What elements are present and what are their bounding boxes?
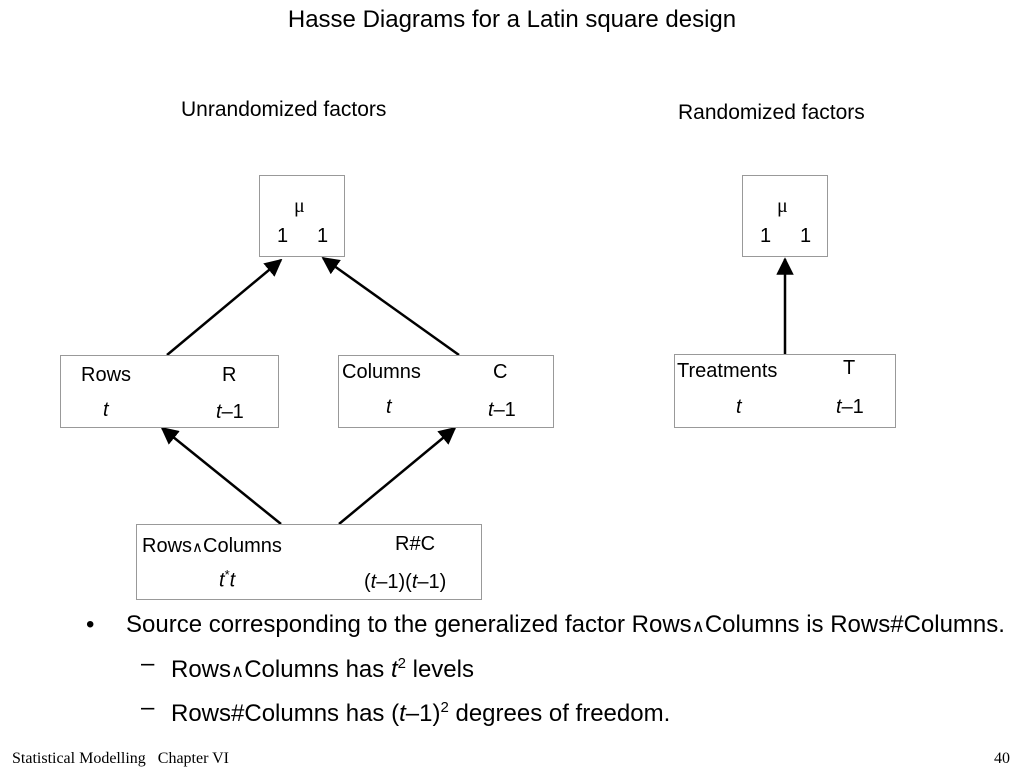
interaction-label: R#C: [395, 533, 436, 555]
treatments-df: t–1: [836, 396, 864, 418]
arrow-columns-to-mean: [321, 256, 460, 357]
rows-name: Rows: [81, 364, 132, 386]
mean-levels: 1: [277, 225, 289, 247]
sub-bullet-marker: –: [141, 650, 155, 677]
bullet-list: • Source corresponding to the generalize…: [86, 610, 1024, 729]
footer-course: Statistical Modelling Chapter VI: [12, 750, 230, 767]
bullet-sub-levels: – Rows∧Columns has t2 levels: [141, 650, 474, 683]
bullet-main: • Source corresponding to the generalize…: [86, 611, 1005, 638]
columns-node: Columns C t t–1: [338, 355, 554, 428]
rows-levels: t: [103, 399, 109, 421]
treatments-label: T: [843, 357, 856, 379]
bullet-marker: •: [86, 611, 95, 638]
mu-symbol: μ: [777, 195, 788, 217]
mean-node-randomized: μ 1 1: [742, 175, 828, 257]
interaction-name: Rows∧Columns: [142, 535, 282, 557]
columns-name: Columns: [342, 361, 421, 383]
slide-title: Hasse Diagrams for a Latin square design: [287, 6, 737, 33]
rows-df: t–1: [216, 401, 244, 423]
treatments-name: Treatments: [677, 360, 778, 382]
mean-df: 1: [317, 225, 329, 247]
interaction-df: (t–1)(t–1): [364, 571, 447, 593]
columns-df: t–1: [488, 399, 516, 421]
columns-label: C: [493, 361, 508, 383]
interaction-node: Rows∧Columns R#C t*t (t–1)(t–1): [136, 524, 482, 600]
page-number: 40: [994, 750, 1010, 767]
mean-levels: 1: [760, 225, 772, 247]
arrow-interaction-to-rows: [160, 426, 282, 525]
unrandomized-heading: Unrandomized factors: [181, 98, 387, 121]
mu-symbol: μ: [294, 195, 305, 217]
columns-levels: t: [386, 396, 392, 418]
treatments-node: Treatments T t t–1: [674, 354, 896, 428]
arrow-interaction-to-columns: [338, 426, 457, 525]
bullet-sub-df: – Rows#Columns has (t–1)2 degrees of fre…: [141, 694, 671, 727]
mean-node-unrandomized: μ 1 1: [259, 175, 345, 257]
arrow-rows-to-mean: [166, 258, 283, 356]
rows-node: Rows R t t–1: [60, 355, 279, 428]
randomized-heading: Randomized factors: [678, 101, 865, 124]
rows-label: R: [222, 364, 237, 386]
sub-bullet-marker: –: [141, 694, 155, 721]
mean-df: 1: [800, 225, 812, 247]
treatments-levels: t: [736, 396, 742, 418]
interaction-levels: t*t: [219, 567, 236, 592]
